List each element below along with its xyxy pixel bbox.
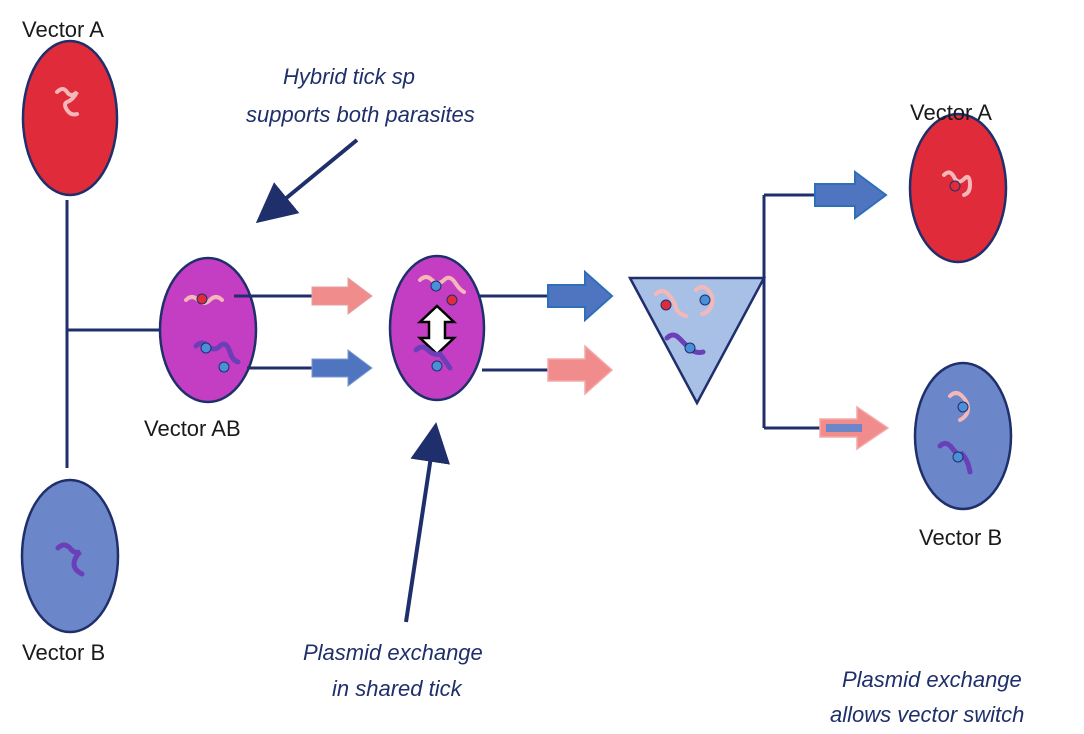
- blue-arrow-core: [826, 424, 862, 432]
- plasmid-dot-icon: [957, 401, 969, 413]
- hybrid-note: Hybrid tick sp supports both parasites: [246, 64, 475, 127]
- vector-b-left-ellipse: [20, 478, 120, 634]
- pink-block-arrow: [547, 344, 614, 396]
- spirochete-icon: [55, 542, 85, 577]
- pink-block-arrow: [311, 277, 373, 315]
- vector-b-left: Vector B: [20, 478, 120, 665]
- spirochete-icon: [55, 87, 79, 117]
- spirochete-icon: [413, 344, 453, 371]
- plasmid-dot-icon: [952, 451, 964, 463]
- spirochete-icon: [664, 332, 706, 355]
- vector-b-left-label: Vector B: [22, 640, 105, 665]
- shared-to-pool-connectors: [478, 269, 614, 396]
- switch-note-line-1: Plasmid exchange: [842, 667, 1022, 692]
- shared-note-line-1: Plasmid exchange: [303, 640, 483, 665]
- plasmid-dot-icon: [684, 342, 696, 354]
- hybrid-note-line-2: supports both parasites: [246, 102, 475, 127]
- spirochete-icon: [694, 285, 715, 316]
- vector-a-left-label: Vector A: [22, 17, 104, 42]
- switch-note: Plasmid exchange allows vector switch: [830, 667, 1024, 727]
- vector-a-right: Vector A: [908, 100, 1008, 264]
- vector-a-right-label: Vector A: [910, 100, 992, 125]
- plasmid-dot-icon: [430, 280, 442, 292]
- blue-block-arrow: [311, 349, 373, 387]
- vector-a-left: Vector A: [21, 17, 119, 197]
- plasmid-dot-icon: [949, 180, 961, 192]
- shared-note: Plasmid exchange in shared tick: [303, 640, 483, 701]
- vector-b-right: Vector B: [913, 361, 1013, 550]
- vector-a-left-ellipse: [21, 39, 119, 197]
- vector-b-right-ellipse: [913, 361, 1013, 511]
- blue-block-arrow: [814, 170, 888, 220]
- plasmid-dot-icon: [196, 293, 208, 305]
- shared-pointer-arrow: [404, 422, 450, 623]
- vector-ab-label: Vector AB: [144, 416, 241, 441]
- plasmid-dot-icon: [446, 294, 458, 306]
- spirochete-icon: [418, 275, 466, 294]
- vector-ab-ellipse: [158, 256, 258, 404]
- plasmid-dot-icon: [200, 342, 212, 354]
- spirochete-icon: [654, 289, 688, 318]
- shared-note-line-2: in shared tick: [332, 676, 463, 701]
- hybrid-pointer-arrow: [255, 138, 359, 224]
- left-tree-connector: [65, 200, 160, 468]
- vector-b-right-label: Vector B: [919, 525, 1002, 550]
- plasmid-dot-icon: [218, 361, 230, 373]
- vector-ab: Vector AB: [144, 256, 258, 441]
- shared-tick: [388, 254, 486, 402]
- plasmid-dot-icon: [699, 294, 711, 306]
- blue-block-arrow: [547, 269, 614, 323]
- plasmid-dot-icon: [431, 360, 443, 372]
- spirochete-icon: [942, 170, 973, 197]
- spirochete-icon: [948, 391, 971, 422]
- triangle-shape: [627, 276, 767, 406]
- switch-note-line-2: allows vector switch: [830, 702, 1024, 727]
- right-tree-connector: [762, 193, 820, 430]
- hybrid-note-line-1: Hybrid tick sp: [283, 64, 415, 89]
- ab-to-shared-connectors: [234, 277, 373, 387]
- plasmid-dot-icon: [660, 299, 672, 311]
- plasmid-pool-triangle: [627, 276, 767, 406]
